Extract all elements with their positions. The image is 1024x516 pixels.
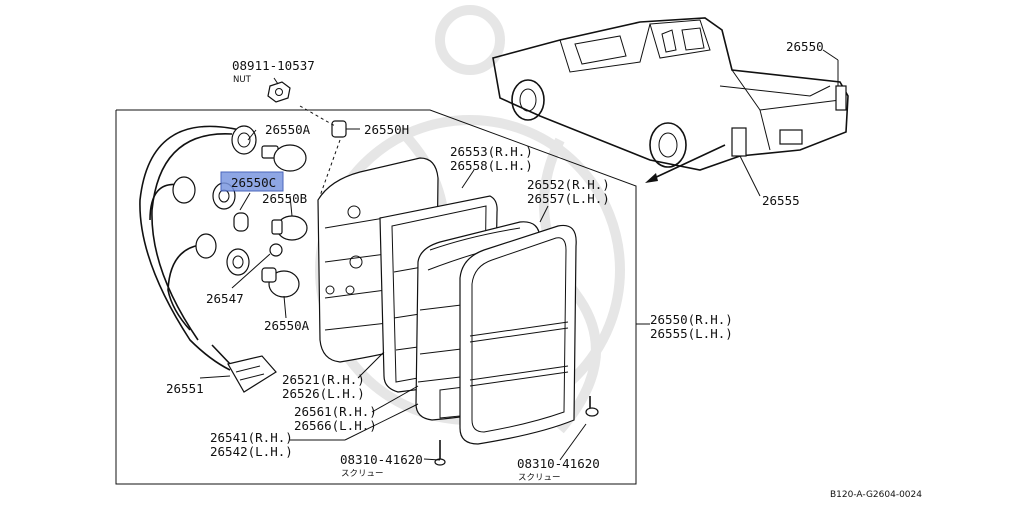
wire-harness	[139, 125, 241, 371]
grommet-26550h	[331, 120, 360, 138]
label-26550h: 26550H	[364, 122, 409, 137]
label-truck-26550: 26550	[786, 39, 824, 54]
label-26555-lh: 26555(L.H.)	[650, 326, 733, 341]
socket-26547	[269, 243, 283, 257]
screw-right	[585, 396, 599, 417]
label-26550a-bottom: 26550A	[264, 318, 310, 333]
label-26561: 26561(R.H.)	[294, 404, 377, 419]
small-bulb	[233, 212, 249, 232]
label-26550c[interactable]: 26550C	[231, 175, 276, 190]
truck-illustration	[492, 17, 849, 197]
label-26552: 26552(R.H.)	[527, 177, 610, 192]
label-26566: 26566(L.H.)	[294, 418, 377, 433]
label-26526: 26526(L.H.)	[282, 386, 365, 401]
label-nut-part: 08911-10537	[232, 58, 315, 73]
label-26557: 26557(L.H.)	[527, 191, 610, 206]
label-26550a-top: 26550A	[265, 122, 311, 137]
label-26553: 26553(R.H.)	[450, 144, 533, 159]
label-26521: 26521(R.H.)	[282, 372, 365, 387]
assembly-frame	[115, 109, 637, 485]
label-screw-right: 08310-41620	[517, 456, 600, 471]
lamp-bezel	[459, 224, 577, 445]
label-26550-rh: 26550(R.H.)	[650, 312, 733, 327]
leader-lines	[199, 77, 650, 461]
label-26541: 26541(R.H.)	[210, 430, 293, 445]
bulb-26550a-top	[261, 144, 307, 172]
label-screw-left: 08310-41620	[340, 452, 423, 467]
highlight-26550c[interactable]	[220, 171, 284, 192]
label-screw-right-name: スクリュー	[518, 473, 561, 483]
label-26542: 26542(L.H.)	[210, 444, 293, 459]
diagram-code: B120-A-G2604-0024	[830, 490, 922, 500]
screw-left	[434, 440, 446, 466]
socket-bottom	[195, 233, 250, 276]
connector-26551	[227, 355, 277, 393]
bulb-26550a-bottom	[261, 267, 300, 298]
label-screw-left-name: スクリュー	[341, 469, 384, 479]
label-truck-26555: 26555	[762, 193, 800, 208]
bulb-26550b	[271, 215, 308, 241]
label-26558: 26558(L.H.)	[450, 158, 533, 173]
label-26547: 26547	[206, 291, 244, 306]
label-nut-name: NUT	[233, 75, 252, 85]
nut-part	[267, 81, 291, 103]
socket-top	[231, 125, 257, 155]
label-26550b: 26550B	[262, 191, 307, 206]
label-26551: 26551	[166, 381, 204, 396]
